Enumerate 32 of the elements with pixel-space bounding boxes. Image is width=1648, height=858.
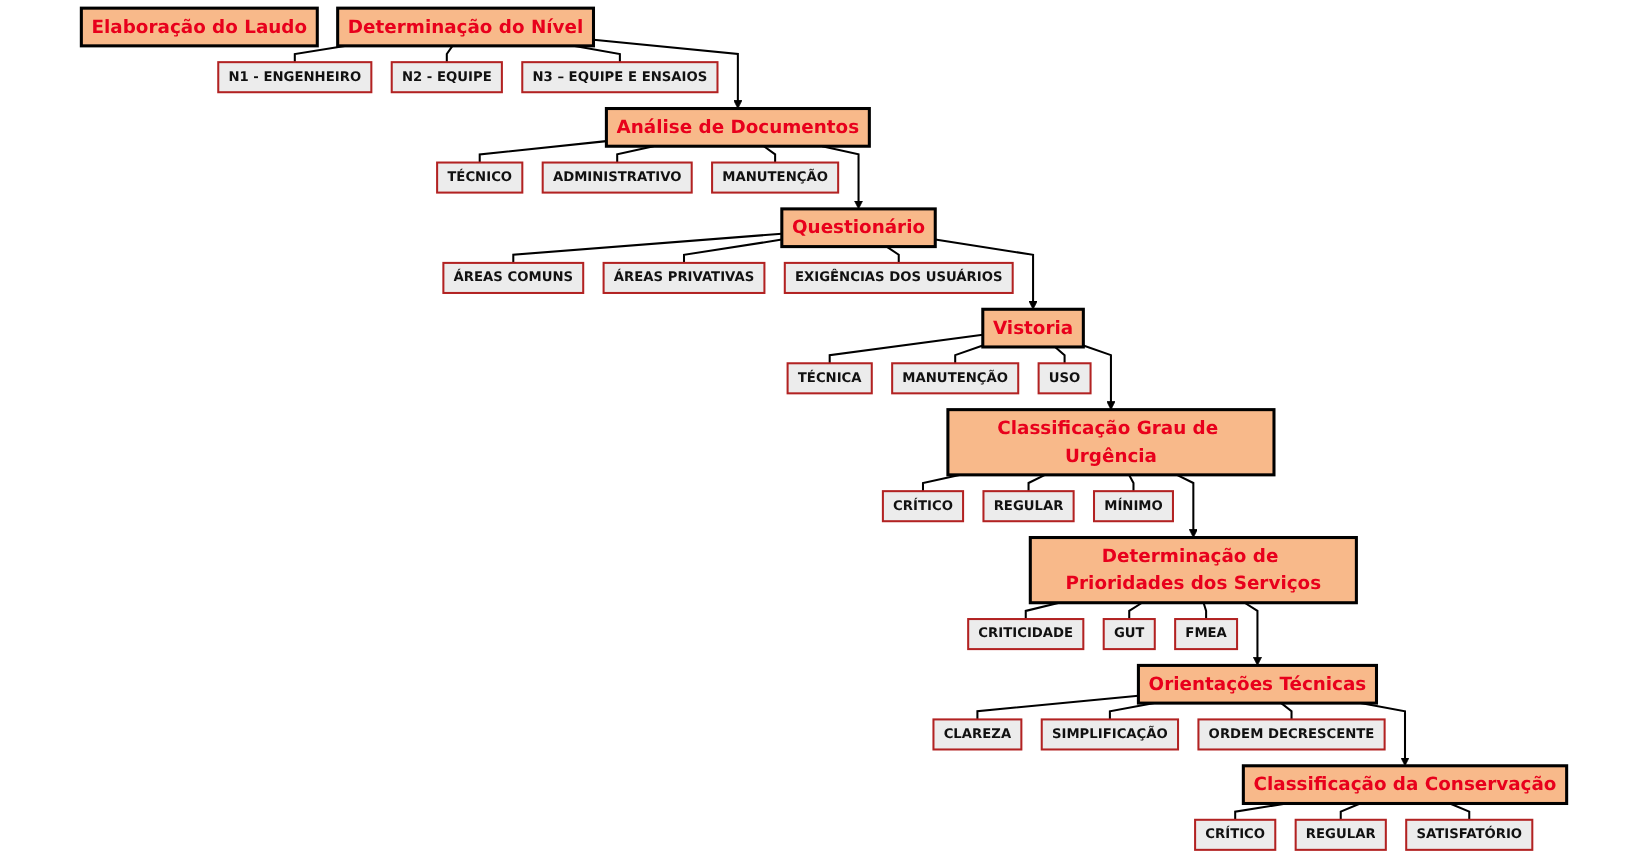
connector bbox=[1128, 474, 1135, 492]
node-box: Vistoria bbox=[981, 307, 1085, 349]
connector bbox=[828, 333, 983, 364]
arrow bbox=[593, 38, 743, 109]
connector bbox=[1339, 802, 1361, 820]
connector bbox=[886, 245, 900, 263]
arrow bbox=[1083, 344, 1116, 411]
connector bbox=[976, 694, 1139, 720]
node-box: Determinação do Nível bbox=[336, 6, 595, 48]
node-box: Classificação Grau de Urgência bbox=[946, 408, 1276, 477]
connector bbox=[1280, 702, 1293, 720]
connector bbox=[478, 140, 607, 163]
node-box: Orientações Técnicas bbox=[1136, 663, 1378, 705]
arrow bbox=[1244, 601, 1262, 666]
node-box: Questionário bbox=[780, 207, 937, 249]
connector bbox=[1449, 802, 1471, 820]
connector bbox=[921, 473, 961, 492]
connector bbox=[763, 145, 777, 163]
connector bbox=[445, 45, 454, 63]
connector bbox=[1024, 601, 1060, 620]
connector bbox=[1128, 601, 1143, 620]
connector bbox=[512, 232, 782, 263]
connector bbox=[1027, 473, 1046, 492]
connector bbox=[1054, 346, 1066, 364]
connector bbox=[683, 238, 782, 263]
arrow bbox=[935, 238, 1038, 310]
connector bbox=[954, 344, 984, 364]
arrow bbox=[1176, 473, 1198, 538]
node-box: Classificação da Conservação bbox=[1241, 764, 1569, 805]
node-box: Determinação de Prioridades dos Serviços bbox=[1028, 536, 1358, 605]
node-box: Análise de Documentos bbox=[604, 107, 871, 148]
node-box: Elaboração do Laudo bbox=[79, 6, 319, 48]
